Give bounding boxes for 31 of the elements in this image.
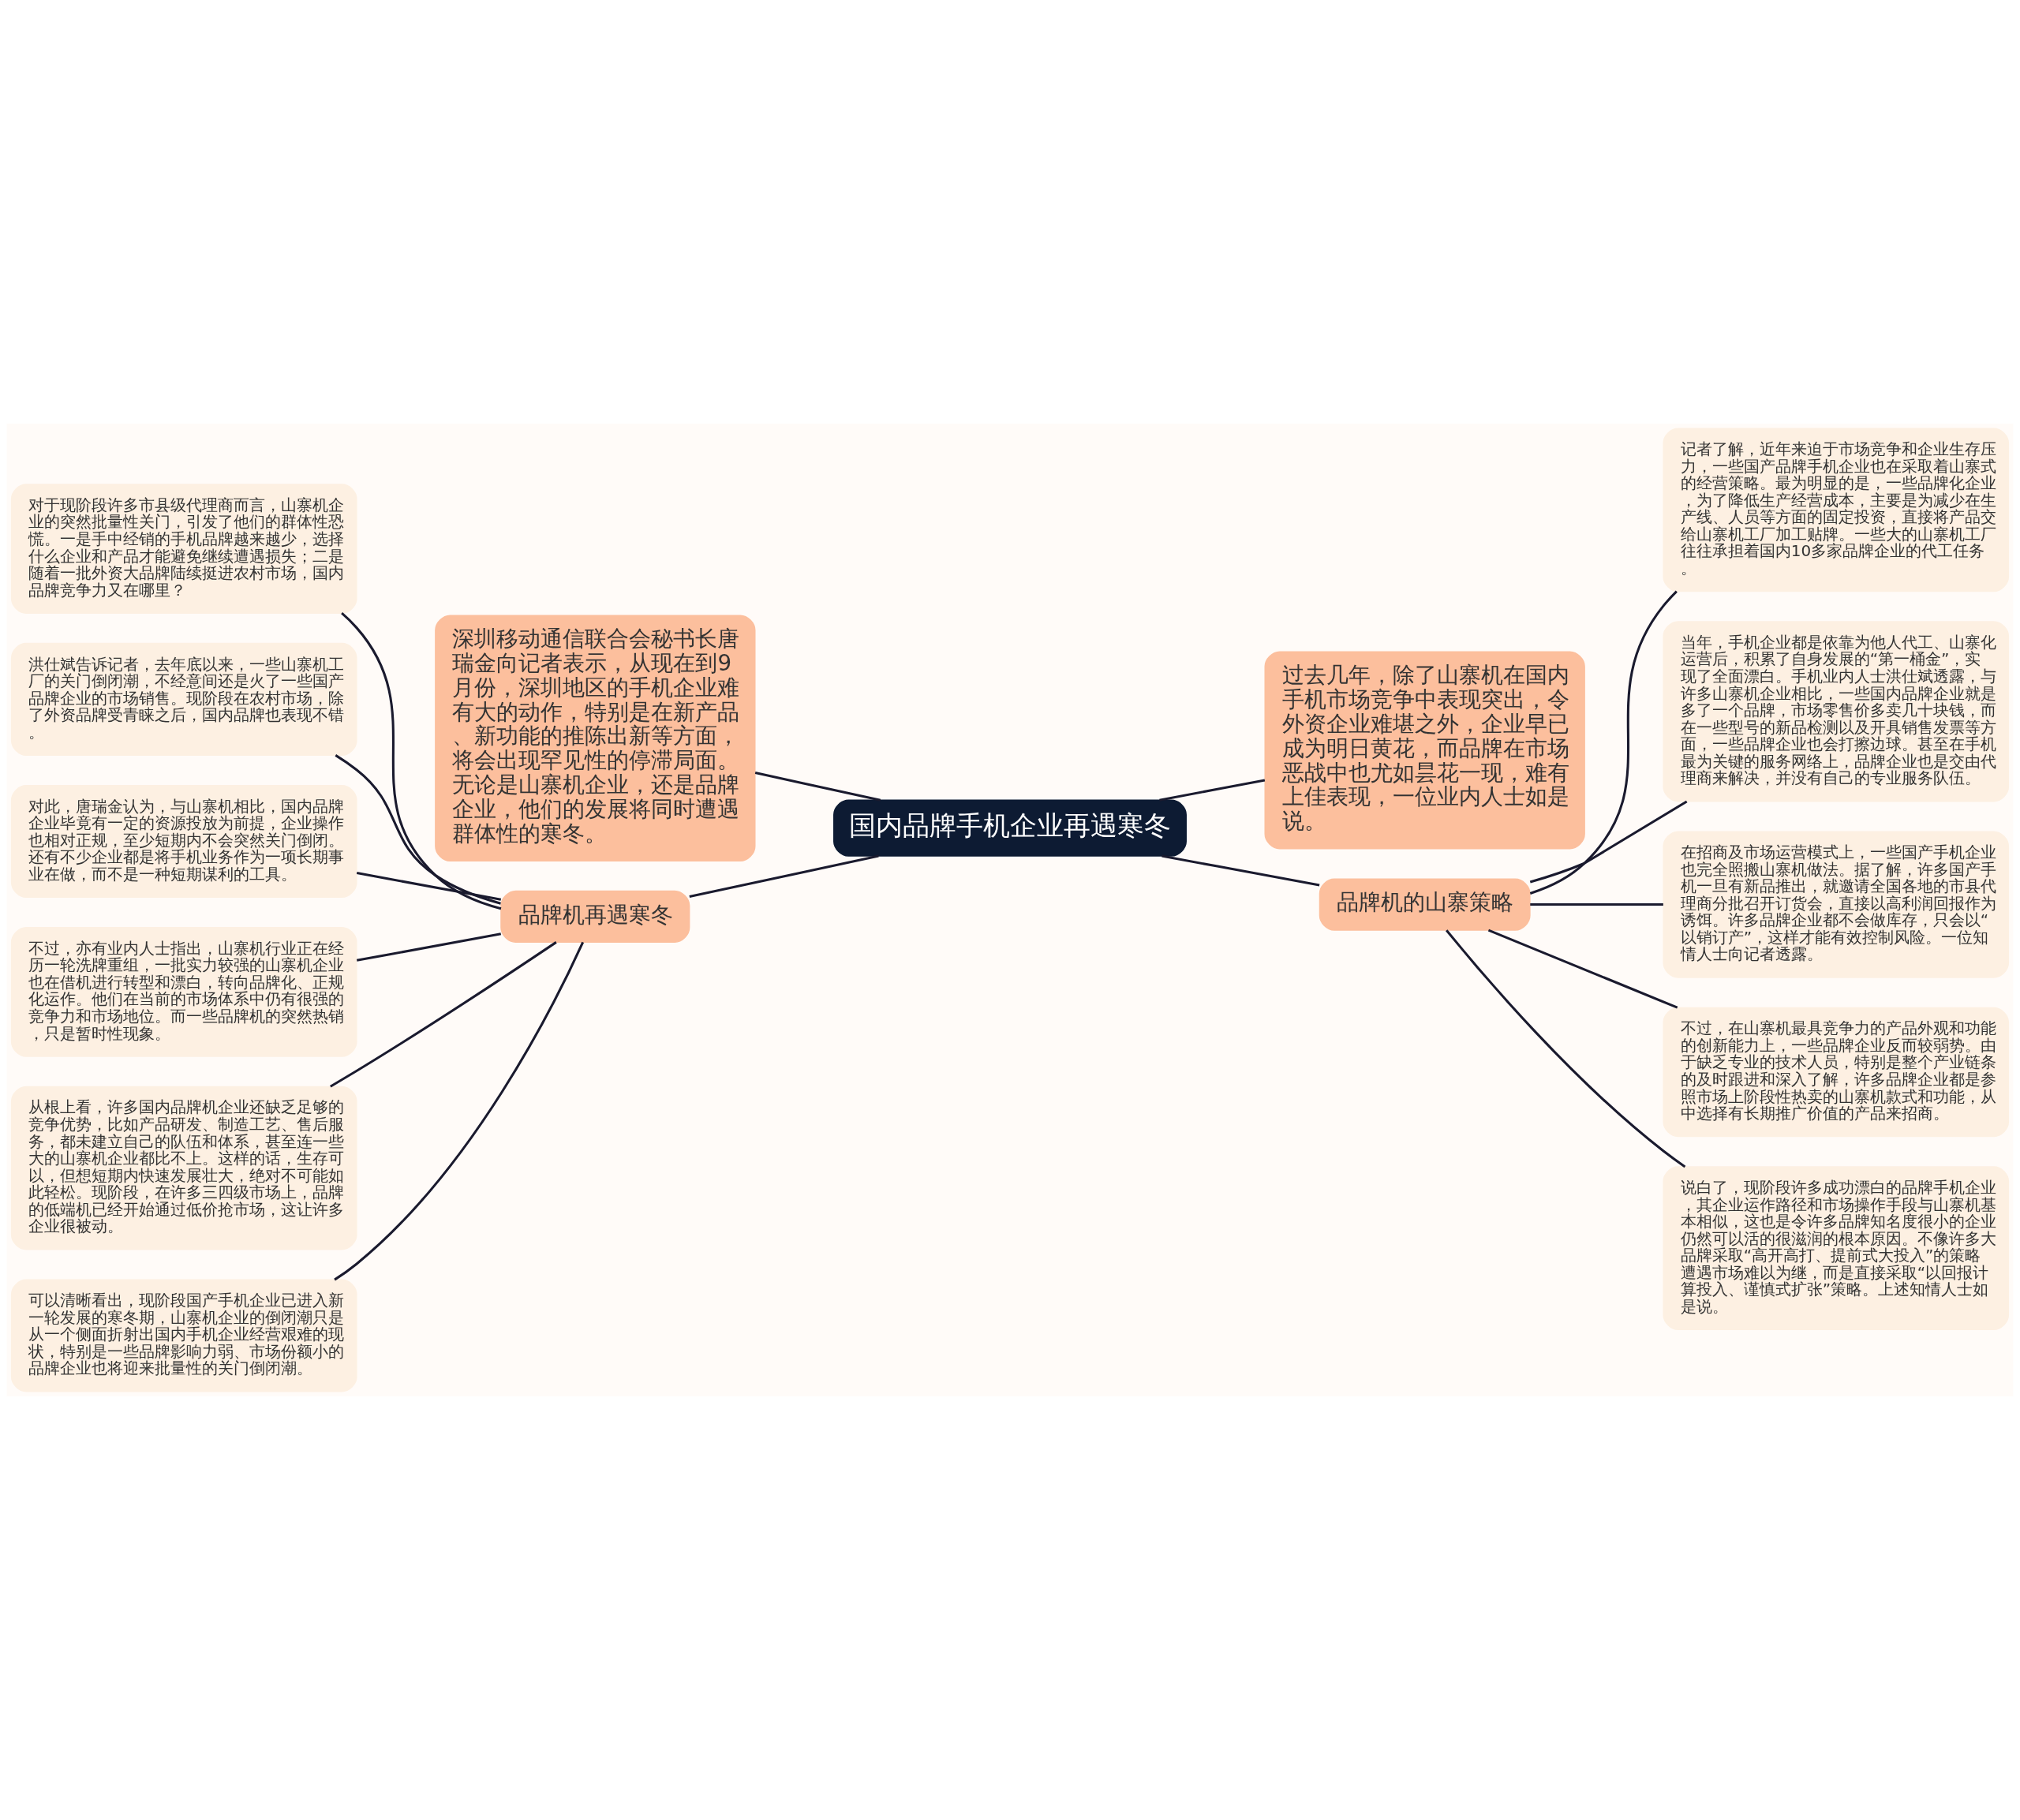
node-box: 洪仕斌告诉记者，去年底以来，一些山寨机工厂的关门倒闭潮，不经意间还是火了一些国产品牌企业的市场销售。现阶段在农村市场，除了外资品牌受青睐之后，国内品牌也表现不错。: [10, 642, 357, 756]
node-box: 不过，在山寨机最具竞争力的产品外观和功能的创新能力上，一些品牌企业反而较弱势。由于缺乏专业的技术人员，特别是整个产业链条的及时跟进和深入了解，许多品牌企业都是参照市场上阶段性热卖的山寨机款式和功能，从中选择有长期推广价值的产品来招商。: [1663, 1007, 2010, 1138]
connector: [1530, 903, 1663, 906]
node-box: 品牌机再遇寒冬: [500, 890, 690, 944]
connector: [1159, 779, 1266, 802]
node-box: 说白了，现阶段许多成功漂白的品牌手机企业，其企业运作路径和市场操作手段与山寨机基本相似，这也是令许多品牌知名度很小的企业仍然可以活的很滋润的根本原因。不像许多大品牌采取“高开高打、提前式大投入”的策略遭遇市场难以为继，而是直接采取“以回报计算投入、谨慎式扩张”策略。上述知情人士如是说。: [1663, 1166, 2010, 1331]
node-box: 可以清晰看出，现阶段国产手机企业已进入新一轮发展的寒冬期，山寨机企业的倒闭潮只是从一个侧面折射出国内手机企业经营艰难的现状，特别是一些品牌影响力弱、市场份额小的品牌企业也将迎来批量性的关门倒闭潮。: [10, 1279, 357, 1392]
connector: [1162, 854, 1320, 887]
connector: [330, 941, 557, 1088]
connector: [1487, 929, 1678, 1009]
node-box: 品牌机的山寨策略: [1319, 878, 1531, 931]
connector: [1529, 590, 1678, 895]
node-box: 对此，唐瑞金认为，与山寨机相比，国内品牌企业毕竟有一定的资源投放为前提，企业操作也相对正规，至少短期内不会突然关门倒闭。还有不少企业都是将手机业务作为一项长期事业在做，而不是一种短期谋利的工具。: [10, 784, 357, 899]
connector: [341, 612, 502, 910]
connector: [1529, 800, 1688, 884]
connector: [356, 932, 502, 962]
connector: [754, 772, 881, 802]
node-box: 深圳移动通信联合会秘书长唐瑞金向记者表示，从现在到9月份，深圳地区的手机企业难有大的动作，特别是在新产品、新功能的推陈出新等方面，将会出现罕见性的停滞局面。无论是山寨机企业，还是品牌企业，他们的发展将同时遭遇群体性的寒冬。: [435, 615, 756, 861]
node-box: 国内品牌手机企业再遇寒冬: [833, 799, 1187, 857]
node-box: 记者了解，近年来迫于市场竞争和企业生存压力，一些国产品牌手机企业也在采取着山寨式的经营策略。最为明显的是，一些品牌化企业，为了降低生产经营成本，主要是为减少在生产线、人员等方面的固定投资，直接将产品交给山寨机工厂加工贴牌。一些大的山寨机工厂往往承担着国内10多家品牌企业的代工任务。: [1663, 428, 2010, 592]
node-box: 在招商及市场运营模式上，一些国产手机企业也完全照搬山寨机做法。据了解，许多国产手机一旦有新品推出，就邀请全国各地的市县代理商分批召开订货会，直接以高利润回报作为诱饵。许多品牌企业都不会做库存，只会以“以销订产”，这样才能有效控制风险。一位知情人士向记者透露。: [1663, 831, 2010, 978]
node-box: 当年，手机企业都是依靠为他人代工、山寨化运营后，积累了自身发展的“第一桶金”，实现了全面漂白。手机业内人士洪仕斌透露，与许多山寨机企业相比，一些国内品牌企业就是多了一个品牌，市场零售价多卖几十块钱，而在一些型号的新品检测以及开具销售发票等方面，一些品牌企业也会打擦边球。甚至在手机最为关键的服务网络上，品牌企业也是交由代理商来解决，并没有自己的专业服务队伍。: [1663, 621, 2010, 802]
node-box: 从根上看，许多国内品牌机企业还缺乏足够的竞争优势，比如产品研发、制造工艺、售后服务，都未建立自己的队伍和体系，甚至连一些大的山寨机企业都比不上。这样的话，生存可以，但想短期内快速发展壮大，绝对不可能如此轻松。现阶段，在许多三四级市场上，品牌的低端机已经开始通过低价抢市场，这让许多企业很被动。: [10, 1086, 357, 1250]
node-box: 过去几年，除了山寨机在国内手机市场竞争中表现突出，令外资企业难堪之外，企业早已成为明日黄花，而品牌在市场恶战中也尤如昙花一现，难有上佳表现，一位业内人士如是说。: [1264, 651, 1585, 850]
node-box: 对于现阶段许多市县级代理商而言，山寨机企业的突然批量性关门，引发了他们的群体性恐慌。一是手中经销的手机品牌越来越少，选择什么企业和产品才能避免继续遭遇损失；二是随着一批外资大品牌陆续挺进农村市场，国内品牌竞争力又在哪里？: [10, 484, 357, 614]
node-box: 不过，亦有业内人士指出，山寨机行业正在经历一轮洗牌重组，一批实力较强的山寨机企业也在借机进行转型和漂白，转向品牌化、正规化运作。他们在当前的市场体系中仍有很强的竞争力和市场地位。而一些品牌机的突然热销，只是暂时性现象。: [10, 927, 357, 1057]
connector: [1446, 929, 1686, 1168]
connector: [334, 941, 585, 1281]
connector: [689, 854, 879, 899]
connector: [335, 754, 501, 905]
connector: [356, 872, 502, 901]
